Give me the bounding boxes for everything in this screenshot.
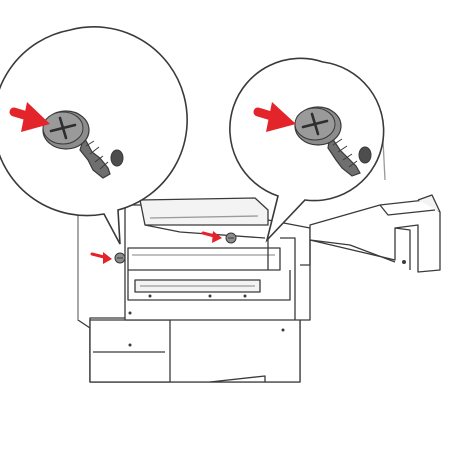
- screw-icon: [294, 106, 372, 177]
- right-bracket-arrow: [201, 231, 222, 243]
- right-side-unit: [300, 194, 441, 273]
- bracket-screw-left: [114, 252, 126, 264]
- left-callout-arrow: [9, 102, 50, 132]
- left-bracket-arrow: [90, 252, 112, 264]
- right-callout-arrow: [253, 102, 296, 132]
- right-zoom-callout: [229, 57, 385, 243]
- bracket-screw-right: [225, 232, 237, 244]
- left-zoom-callout: [0, 26, 188, 245]
- screw-icon: [42, 110, 124, 179]
- finisher-unit: [124, 197, 311, 347]
